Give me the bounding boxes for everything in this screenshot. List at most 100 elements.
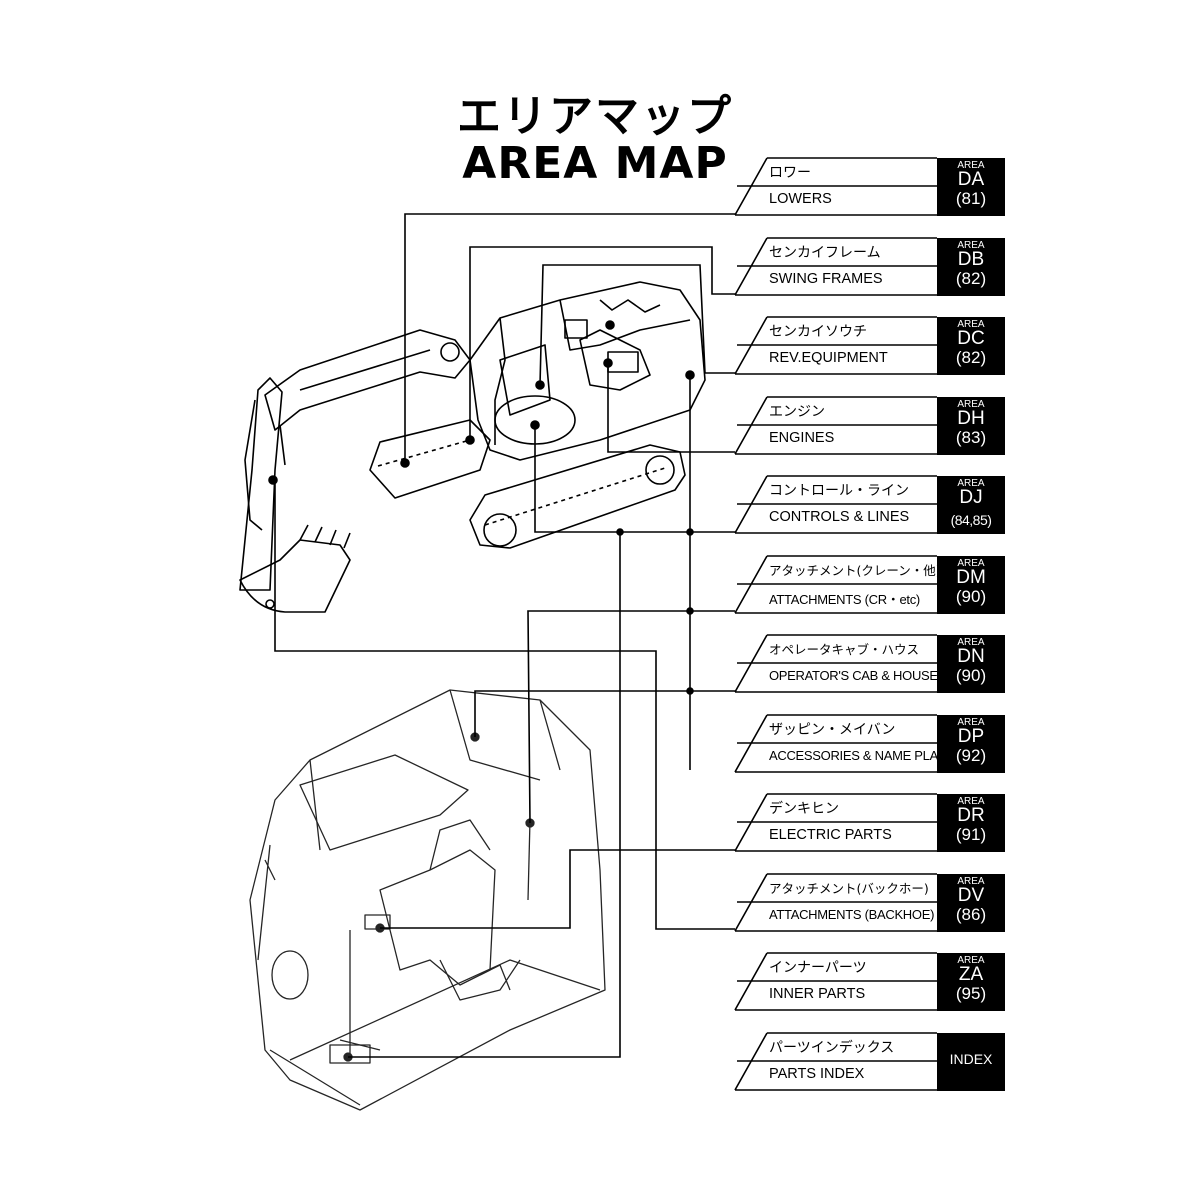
area-label: AREA [957,478,985,489]
entry-english-label: LOWERS [769,191,832,207]
area-code: DJ [959,487,983,508]
entry-japanese-label: パーツインデックス [769,1040,895,1056]
area-label: AREA [957,796,985,807]
entry-japanese-label: アタッチメント(バックホー) [769,881,929,896]
area-code: DB [957,249,985,270]
area-label: AREA [957,399,985,410]
area-label: AREA [957,558,985,569]
area-section-number: (82) [955,348,987,367]
entry-frame-line [734,157,937,216]
area-section-number: (90) [955,587,987,606]
area-code: ZA [958,964,984,985]
area-code: DA [957,169,985,190]
area-code: DV [957,885,985,906]
entry-frame-line [734,475,937,534]
area-code-badge: INDEX [937,1033,1005,1091]
operator-cab-drawing [249,689,606,1111]
area-label: AREA [957,637,985,648]
entry-english-label: SWING FRAMES [769,271,883,287]
page-title-japanese: エリアマップ [457,91,733,142]
entry-frame-line [734,316,937,375]
entry-english-label: ACCESSORIES & NAME PLATES [769,748,962,763]
entry-english-label: ATTACHMENTS (BACKHOE) [769,907,935,922]
area-label: AREA [957,717,985,728]
entry-japanese-label: コントロール・ライン [769,483,909,499]
area-label: AREA [957,240,985,251]
area-code: DN [957,646,985,667]
area-section-number: (83) [955,428,987,447]
area-section-number: (84,85) [950,512,992,528]
entry-english-label: PARTS INDEX [769,1066,865,1082]
page-title-english: AREA MAP [462,138,728,189]
entry-frames [734,157,937,1091]
area-section-number: (91) [955,825,987,844]
area-entry-index[interactable]: パーツインデックス PARTS INDEX INDEX [735,1033,1005,1091]
entry-japanese-label: アタッチメント(クレーン・他) [769,563,941,578]
area-code: DR [957,805,985,826]
entry-frame-line [734,555,937,614]
entry-japanese-label: デンキヒン [769,801,839,817]
area-label: AREA [957,160,985,171]
entry-english-label: ELECTRIC PARTS [769,827,892,843]
area-code: DM [956,567,986,588]
entry-english-label: REV.EQUIPMENT [769,350,888,366]
entry-frame-line [734,714,937,773]
entry-frame-line [734,873,937,932]
entry-frame-line [734,793,937,852]
area-section-number: (90) [955,666,987,685]
area-code: DP [957,726,985,747]
entry-english-label: INNER PARTS [769,986,866,1002]
area-code: DH [957,408,985,429]
entry-frame-line [734,952,937,1011]
area-code: DC [957,328,985,349]
entry-japanese-label: ザッピン・メイバン [769,722,896,738]
entry-japanese-label: エンジン [769,404,825,420]
entry-japanese-label: オペレータキャブ・ハウス [769,642,920,657]
entry-japanese-label: センカイフレーム [769,245,881,261]
entry-frame-line [734,237,937,296]
entry-frame-line [734,634,937,693]
area-section-number: (95) [955,984,987,1003]
area-section-number: (92) [955,746,987,765]
area-section-number: (82) [955,269,987,288]
area-section-number: (81) [955,189,987,208]
entry-japanese-label: インナーパーツ [769,960,867,976]
area-label: AREA [957,876,985,887]
excavator-drawing [239,281,706,613]
area-section-number: (86) [955,905,987,924]
entry-english-label: ATTACHMENTS (CR・etc) [769,592,920,607]
entry-frame-line [734,1032,937,1091]
area-label: AREA [957,955,985,966]
entry-english-label: CONTROLS & LINES [769,509,910,525]
leader-lines [274,213,735,1058]
entry-english-label: OPERATOR'S CAB & HOUSE [769,668,938,683]
area-label: AREA [957,319,985,330]
entry-english-label: ENGINES [769,430,835,446]
entry-japanese-label: センカイソウチ [769,324,867,340]
index-label: INDEX [949,1051,993,1067]
entry-japanese-label: ロワー [769,165,811,181]
